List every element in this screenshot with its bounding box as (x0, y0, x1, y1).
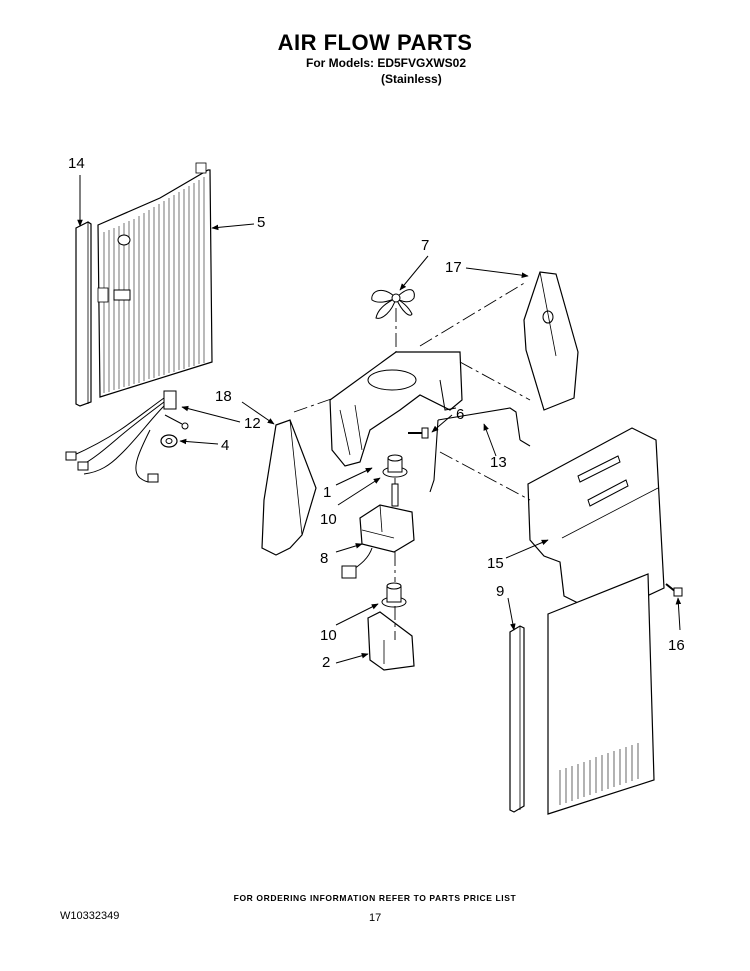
callout-13: 13 (490, 454, 507, 471)
part-6-screw (408, 427, 429, 439)
callout-labels: 14 5 7 17 18 12 6 4 13 1 10 8 15 9 10 16… (68, 155, 685, 671)
callout-7: 8 (320, 550, 328, 567)
callout-1: 1 (323, 484, 331, 501)
callout-16: 16 (668, 637, 685, 654)
callout-2: 2 (322, 654, 330, 671)
callout-6: 6 (456, 406, 464, 423)
callout-5: 5 (257, 214, 265, 231)
part-9-seal-strip (509, 625, 525, 813)
callout-8: 7 (421, 237, 429, 254)
variant-line: (Stainless) (381, 72, 442, 86)
leader-lines (77, 175, 682, 664)
models-line: For Models: ED5FVGXWS02 (306, 56, 467, 70)
document-number: W10332349 (60, 910, 120, 922)
page-title: AIR FLOW PARTS (277, 30, 473, 55)
callout-10: 10 (320, 627, 337, 644)
part-13-wire-bracket (429, 407, 531, 493)
part-16-screw (665, 583, 683, 597)
part-4-grommet (160, 434, 178, 448)
page-number: 17 (369, 912, 382, 924)
callout-15: 15 (487, 555, 504, 572)
lower-rear-panel (547, 573, 655, 815)
callout-18: 18 (215, 388, 232, 405)
part-5-rear-panel (97, 162, 213, 398)
part-14-seal-strip (75, 221, 92, 407)
part-12-wire-harness (65, 390, 189, 483)
part-10-bushing-lower (381, 582, 407, 608)
part-17-duct-cover (523, 271, 579, 411)
part-2-motor-bracket (367, 611, 415, 671)
callout-9: 9 (496, 583, 504, 600)
part-10-bushing-upper (382, 454, 408, 478)
part-18-duct-piece (261, 419, 317, 556)
part-7-fan-motor (341, 483, 415, 579)
callout-4: 4 (221, 437, 229, 454)
assembly-lines (293, 281, 531, 640)
callout-14: 14 (68, 155, 85, 172)
ordering-note: FOR ORDERING INFORMATION REFER TO PARTS … (233, 893, 517, 903)
part-1-fan-housing (329, 351, 463, 467)
callout-12: 12 (244, 415, 261, 432)
part-15-evaporator-cover (527, 427, 665, 617)
callout-17: 17 (445, 259, 462, 276)
part-8-fan-blade (371, 289, 415, 319)
callout-10: 10 (320, 511, 337, 528)
